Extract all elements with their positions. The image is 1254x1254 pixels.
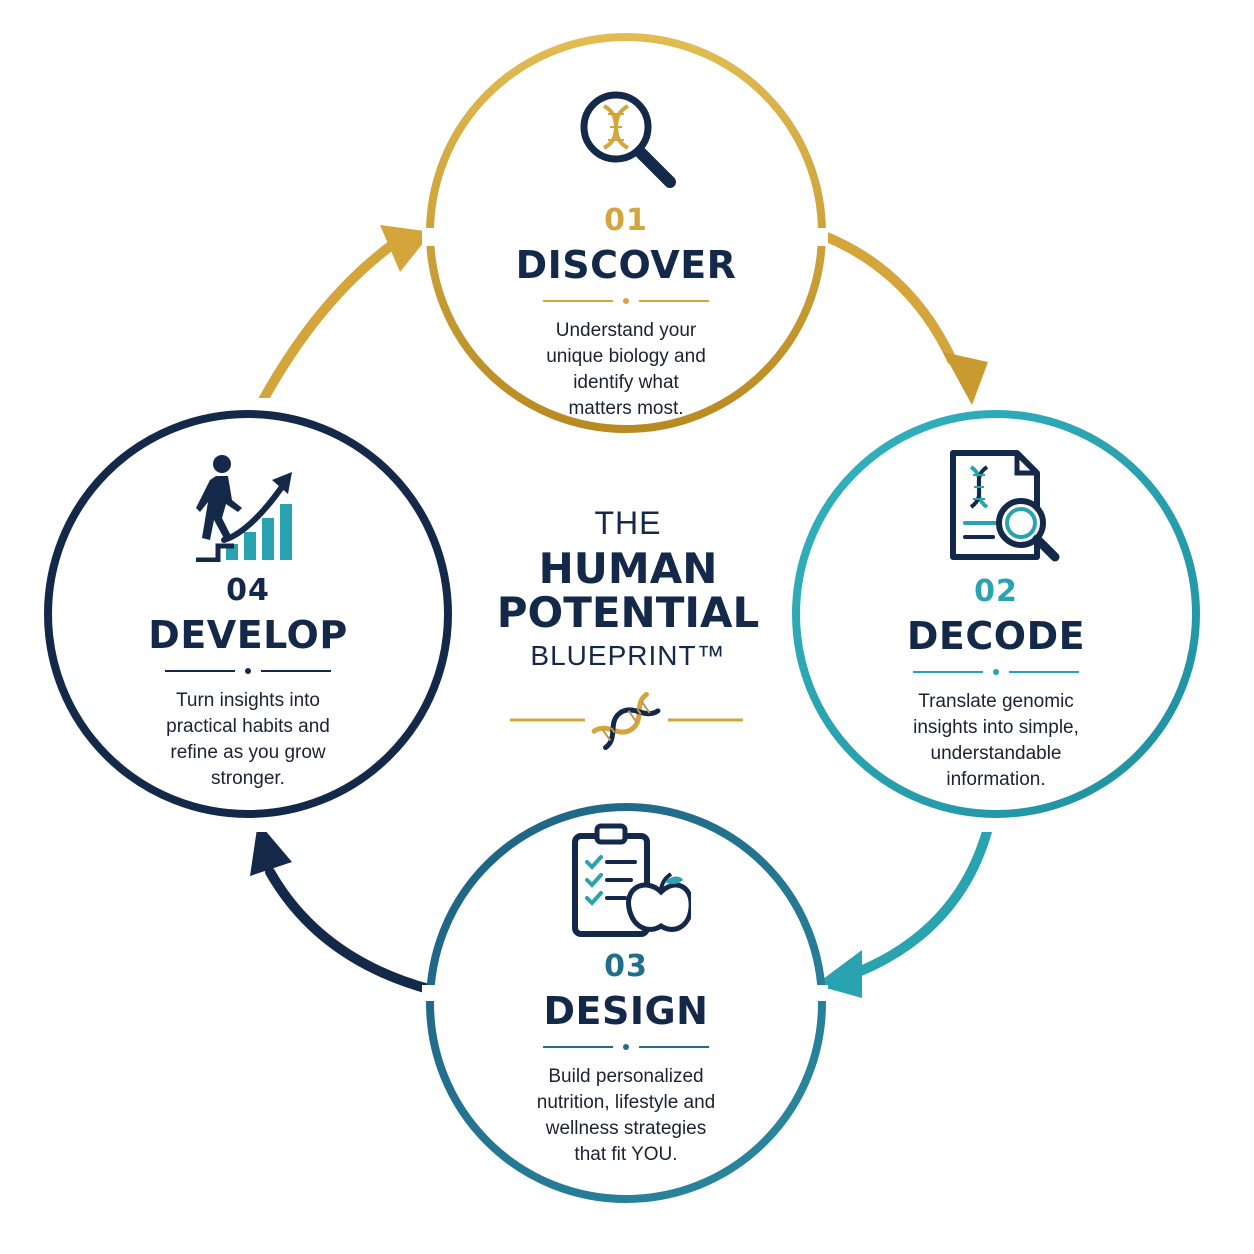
develop-circle [44, 410, 452, 818]
dna-magnifier-icon [580, 91, 676, 188]
step-title: DISCOVER [515, 243, 737, 287]
step-description: Build personalized nutrition, lifestyle … [536, 1066, 716, 1165]
step-develop: 04 DEVELOP Turn insights into practical … [78, 450, 418, 792]
step-number: 03 [604, 949, 648, 984]
step-number: 01 [604, 203, 648, 238]
climbing-growth-icon [196, 455, 292, 562]
step-divider [456, 298, 796, 304]
center-dna-divider [510, 691, 743, 751]
step-title: DECODE [906, 614, 1086, 658]
title-line-potential: POTENTIAL [496, 588, 760, 637]
step-divider [78, 668, 418, 674]
arrow-discover-to-decode [817, 230, 988, 405]
center-title: THE HUMAN POTENTIAL BLUEPRINT™ [470, 505, 786, 673]
step-description: Translate genomic insights into simple, … [913, 691, 1079, 790]
step-title: DESIGN [543, 989, 709, 1033]
step-decode: 02 DECODE Translate genomic insights int… [826, 447, 1166, 793]
step-title: DEVELOP [148, 613, 348, 657]
step-divider [456, 1044, 796, 1050]
title-line-human: HUMAN [538, 544, 718, 593]
dna-icon [591, 691, 661, 751]
step-number: 02 [974, 574, 1018, 609]
title-line-the: THE [594, 505, 662, 541]
arrow-design-to-develop [250, 822, 437, 995]
arrow-decode-to-design [815, 823, 993, 998]
dna-report-icon [950, 450, 1060, 562]
title-line-blueprint: BLUEPRINT™ [530, 640, 726, 671]
step-discover: 01 DISCOVER Understand your unique biolo… [456, 82, 796, 422]
step-divider [826, 669, 1166, 675]
step-design: 03 DESIGN Build personalized nutrition, … [456, 822, 796, 1168]
step-description: Turn insights into practical habits and … [166, 690, 330, 789]
design-circle [426, 803, 826, 1203]
step-number: 04 [226, 573, 270, 608]
step-description: Understand your unique biology and ident… [546, 320, 706, 419]
arrow-develop-to-discover [257, 225, 432, 407]
decode-circle [792, 410, 1200, 818]
clipboard-apple-icon [572, 823, 691, 937]
